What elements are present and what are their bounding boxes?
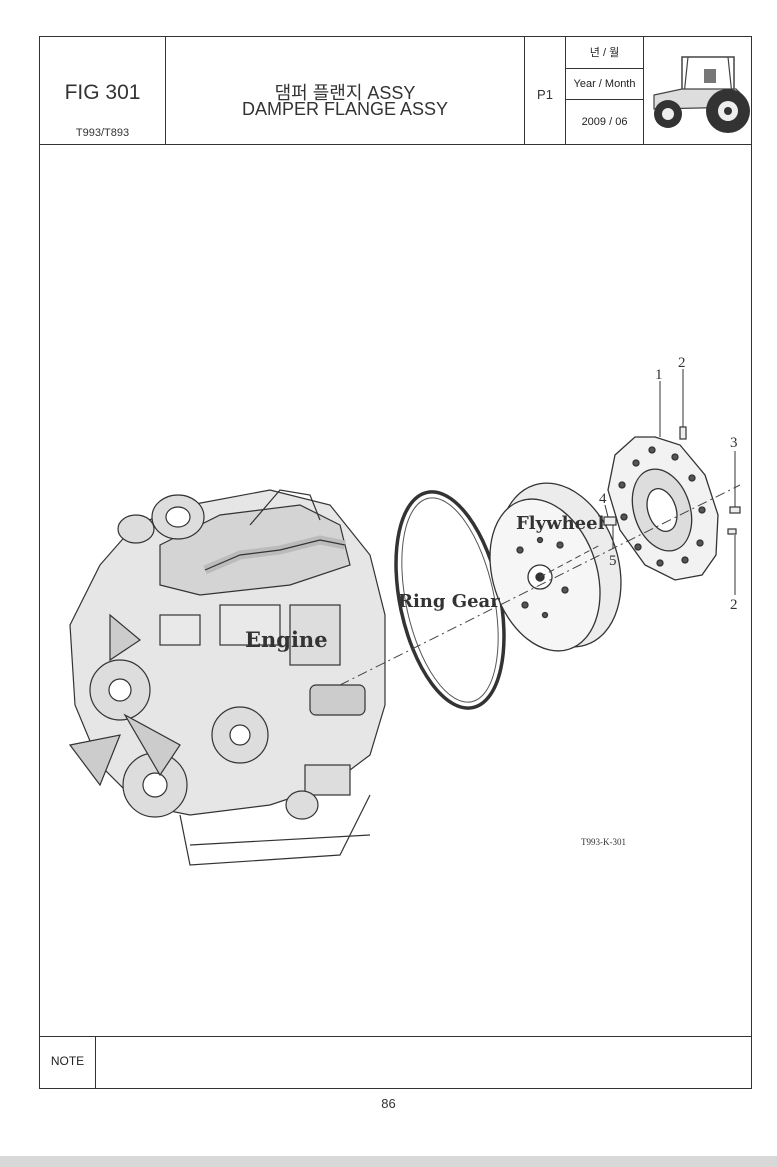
note-row: NOTE [40,1036,751,1088]
page-code: P1 [537,87,553,102]
page-cell: P1 [525,37,566,144]
callout-2-bottom: 2 [730,597,738,613]
logo-cell [644,37,753,144]
model-code: T993/T893 [75,127,130,139]
fig-cell: FIG 301 T993/T893 [40,37,166,144]
diagram-canvas: Engine Ring Gear Flywheel 1 2 3 4 5 2 T9… [68,355,741,866]
callout-3: 3 [730,435,738,451]
date-label-korean: 년 / 월 [566,37,643,69]
title-korean: 댐퍼 플랜지 ASSY [274,83,416,103]
callout-2-top: 2 [678,355,686,371]
tractor-icon [653,56,750,133]
fig-number: FIG 301 [64,81,141,104]
flywheel-part [489,482,622,652]
date-label-english: Year / Month [566,69,643,100]
title-cell: 댐퍼 플랜지 ASSY DAMPER FLANGE ASSY [166,37,525,144]
parts-sheet: FIG 301 T993/T893 댐퍼 플랜지 ASSY DAMPER FLA… [39,36,752,1089]
ring-gear-label: Ring Gear [398,591,500,612]
engine-label: Engine [245,627,328,652]
callout-5: 5 [609,553,617,569]
title-english: DAMPER FLANGE ASSY [241,99,449,119]
callout-4: 4 [599,491,607,507]
note-label: NOTE [40,1037,96,1088]
date-value: 2009 / 06 [581,116,628,128]
header: FIG 301 T993/T893 댐퍼 플랜지 ASSY DAMPER FLA… [40,37,751,145]
assembly-axis [339,484,741,686]
callout-1: 1 [655,367,663,383]
scan-edge [0,1156,777,1167]
leader-lines [604,369,736,595]
flywheel-label: Flywheel [516,513,605,534]
drawing-ref-code: T993-K-301 [581,837,626,847]
page-number: 86 [381,1096,396,1111]
damper-flange-part [607,436,719,581]
exploded-diagram: Engine Ring Gear Flywheel 1 2 3 4 5 2 T9… [40,145,751,1038]
date-cell: 년 / 월 Year / Month 2009 / 06 [566,37,644,144]
engine-illustration [68,489,386,866]
